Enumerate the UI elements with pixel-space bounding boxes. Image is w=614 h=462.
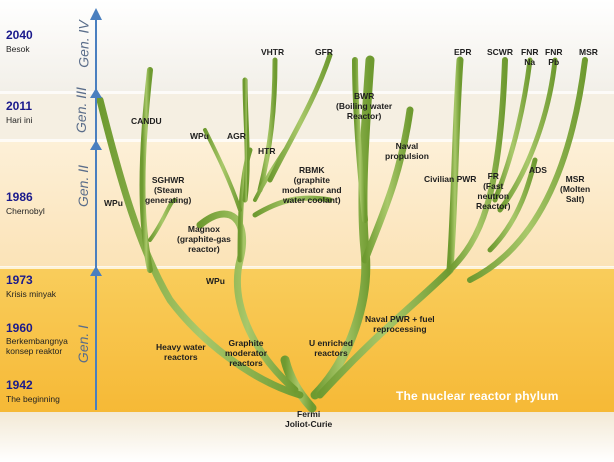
- separator-1986: [0, 139, 614, 142]
- branch-candu: [139, 67, 153, 273]
- node-naval-propulsion: Naval propulsion: [385, 141, 429, 161]
- node-fnr-pb: FNR Pb: [545, 47, 563, 67]
- node-civilian-pwr: Civilian PWR: [424, 174, 477, 184]
- arrow-head-gen3: [90, 88, 102, 98]
- node-wpu-gen1: WPu: [206, 276, 225, 286]
- separator-1973: [0, 266, 614, 269]
- separator-2011: [0, 91, 614, 94]
- node-fermi: Fermi Joliot-Curie: [285, 409, 333, 429]
- year-2040: 2040: [6, 28, 33, 42]
- branch-agr: [242, 77, 250, 203]
- node-fr: FR (Fast neutron Reactor): [476, 171, 511, 211]
- branch-naval: [361, 106, 414, 264]
- branch-ads: [487, 157, 538, 253]
- node-candu: CANDU: [131, 116, 162, 126]
- node-epr: EPR: [454, 47, 472, 57]
- node-graphite: Graphite moderator reactors: [225, 338, 268, 368]
- node-vhtr: VHTR: [261, 47, 285, 57]
- gen-4-label: Gen. IV: [75, 20, 92, 68]
- arrow-head-gen4: [90, 8, 102, 20]
- year-2011: 2011: [6, 99, 33, 113]
- branch-rbmk: [252, 195, 333, 218]
- year-2040-label: Besok: [6, 44, 30, 54]
- diagram-title: The nuclear reactor phylum: [396, 389, 559, 403]
- node-scwr: SCWR: [487, 47, 513, 57]
- node-msr: MSR (Molten Salt): [560, 174, 591, 204]
- branch-fnr-pb: [497, 57, 558, 213]
- year-1986: 1986: [6, 190, 33, 204]
- arrow-head-gen2: [90, 140, 102, 150]
- node-ads: ADS: [529, 165, 547, 175]
- node-htr: HTR: [258, 146, 276, 156]
- node-heavy-water: Heavy water reactors: [156, 342, 206, 362]
- year-1973-label: Krisis minyak: [6, 289, 57, 299]
- gen-1-label: Gen. I: [75, 324, 92, 364]
- branch-civilian-pwr: [446, 56, 464, 274]
- node-naval-pwr: Naval PWR + fuel reprocessing: [365, 314, 435, 334]
- branch-u-enriched: [310, 55, 375, 400]
- node-bwr: BWR (Boiling water Reactor): [336, 91, 393, 121]
- node-gfr: GFR: [315, 47, 333, 57]
- node-wpu-gen2: WPu: [104, 198, 123, 208]
- year-2011-label: Hari ini: [6, 115, 33, 125]
- branch-fr: [447, 57, 508, 273]
- branch-bwr: [352, 57, 368, 223]
- year-1960-label: Berkembangnya konsep reaktor: [6, 336, 68, 356]
- year-1986-label: Chernobyl: [6, 206, 45, 216]
- branch-heavy-water: [96, 96, 304, 399]
- node-fnr-na: FNR Na: [521, 47, 539, 67]
- node-wpu-gen3: WPu: [190, 131, 209, 141]
- year-1942: 1942: [6, 378, 33, 392]
- branch-vhtr: [257, 57, 278, 193]
- branch-naval-pwr: [316, 266, 454, 399]
- node-u-enriched: U enriched reactors: [309, 338, 353, 358]
- branch-msr: [467, 57, 588, 283]
- node-magnox: Magnox (graphite-gas reactor): [177, 224, 231, 254]
- gen-3-label: Gen. III: [72, 87, 89, 133]
- band-bottom: [0, 412, 614, 462]
- node-agr: AGR: [227, 131, 246, 141]
- branch-fnr-na: [492, 57, 533, 203]
- branch-gfr: [267, 52, 333, 183]
- arrow-head-gen1: [90, 266, 102, 276]
- year-1960: 1960: [6, 321, 33, 335]
- band-gen4: [0, 0, 614, 92]
- band-gen1: [0, 267, 614, 412]
- branch-sghwr: [148, 198, 177, 242]
- branch-wpu1: [203, 128, 242, 212]
- year-1973: 1973: [6, 273, 33, 287]
- node-rbmk: RBMK (graphite moderator and water coola…: [282, 165, 342, 205]
- gen-2-label: Gen. II: [75, 164, 92, 208]
- node-msr-gen4: MSR: [579, 47, 598, 57]
- year-1942-label: The beginning: [6, 394, 60, 404]
- node-sghwr: SGHWR (Steam generating): [145, 175, 192, 205]
